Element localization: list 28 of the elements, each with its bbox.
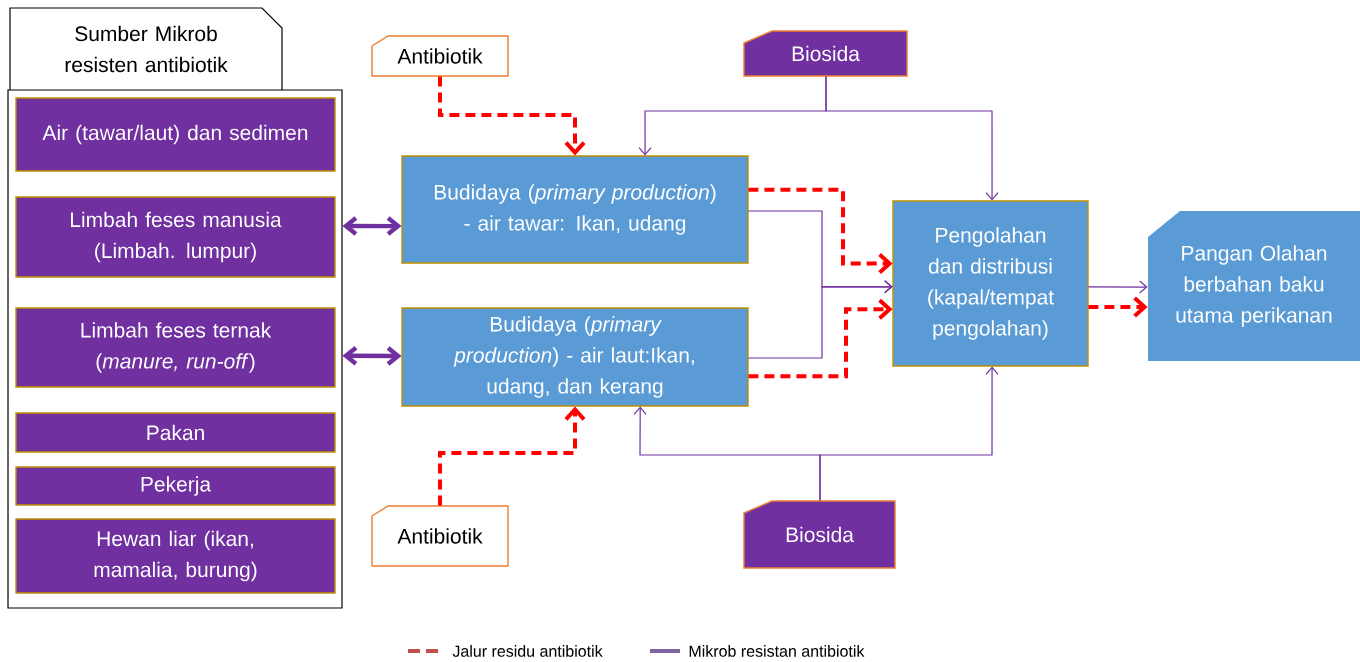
input-tag: Antibiotik [371,505,509,567]
arrow [747,280,893,359]
legend-label: Jalur residu antibiotik [452,645,603,657]
source-box: Hewan liar (ikan, mamalia, burung) [15,518,336,594]
input-tag: Biosida [743,30,908,77]
arrow [819,366,999,502]
source-box: Limbah feses manusia (Limbah. lumpur) [15,196,336,278]
arrow [748,187,893,275]
arrow [1088,296,1148,318]
node-label: Sumber Mikrob resisten antibiotik [65,25,228,73]
process-box: Budidaya (primary production) - air laut:Ikan, udang, dan kerang [401,307,749,407]
process-box: Pengolahan dan distribusi (kapal/tempat pengolahan) [892,200,1089,367]
arrow [342,216,402,236]
source-box: Limbah feses ternak (manure, run-off) [15,307,336,388]
process-box: Budidaya (primary production) - air tawar: Ikan, udang [401,155,749,264]
product-tag: Pangan Olahan berbahan baku utama perikanan [1148,211,1360,361]
input-tag: Biosida [743,500,896,569]
arrow [1087,280,1148,294]
input-tag: Antibiotik [371,35,509,77]
arrow [825,75,999,201]
arrow [748,298,893,379]
source-box: Pekerja [15,466,336,506]
source-box: Pakan [15,412,336,453]
arrow [438,406,586,506]
legend-label: Mikrob resistan antibiotik [689,645,865,657]
arrow [342,346,402,366]
source-box: Air (tawar/laut) dan sedimen [15,97,336,172]
arrow [438,76,586,156]
